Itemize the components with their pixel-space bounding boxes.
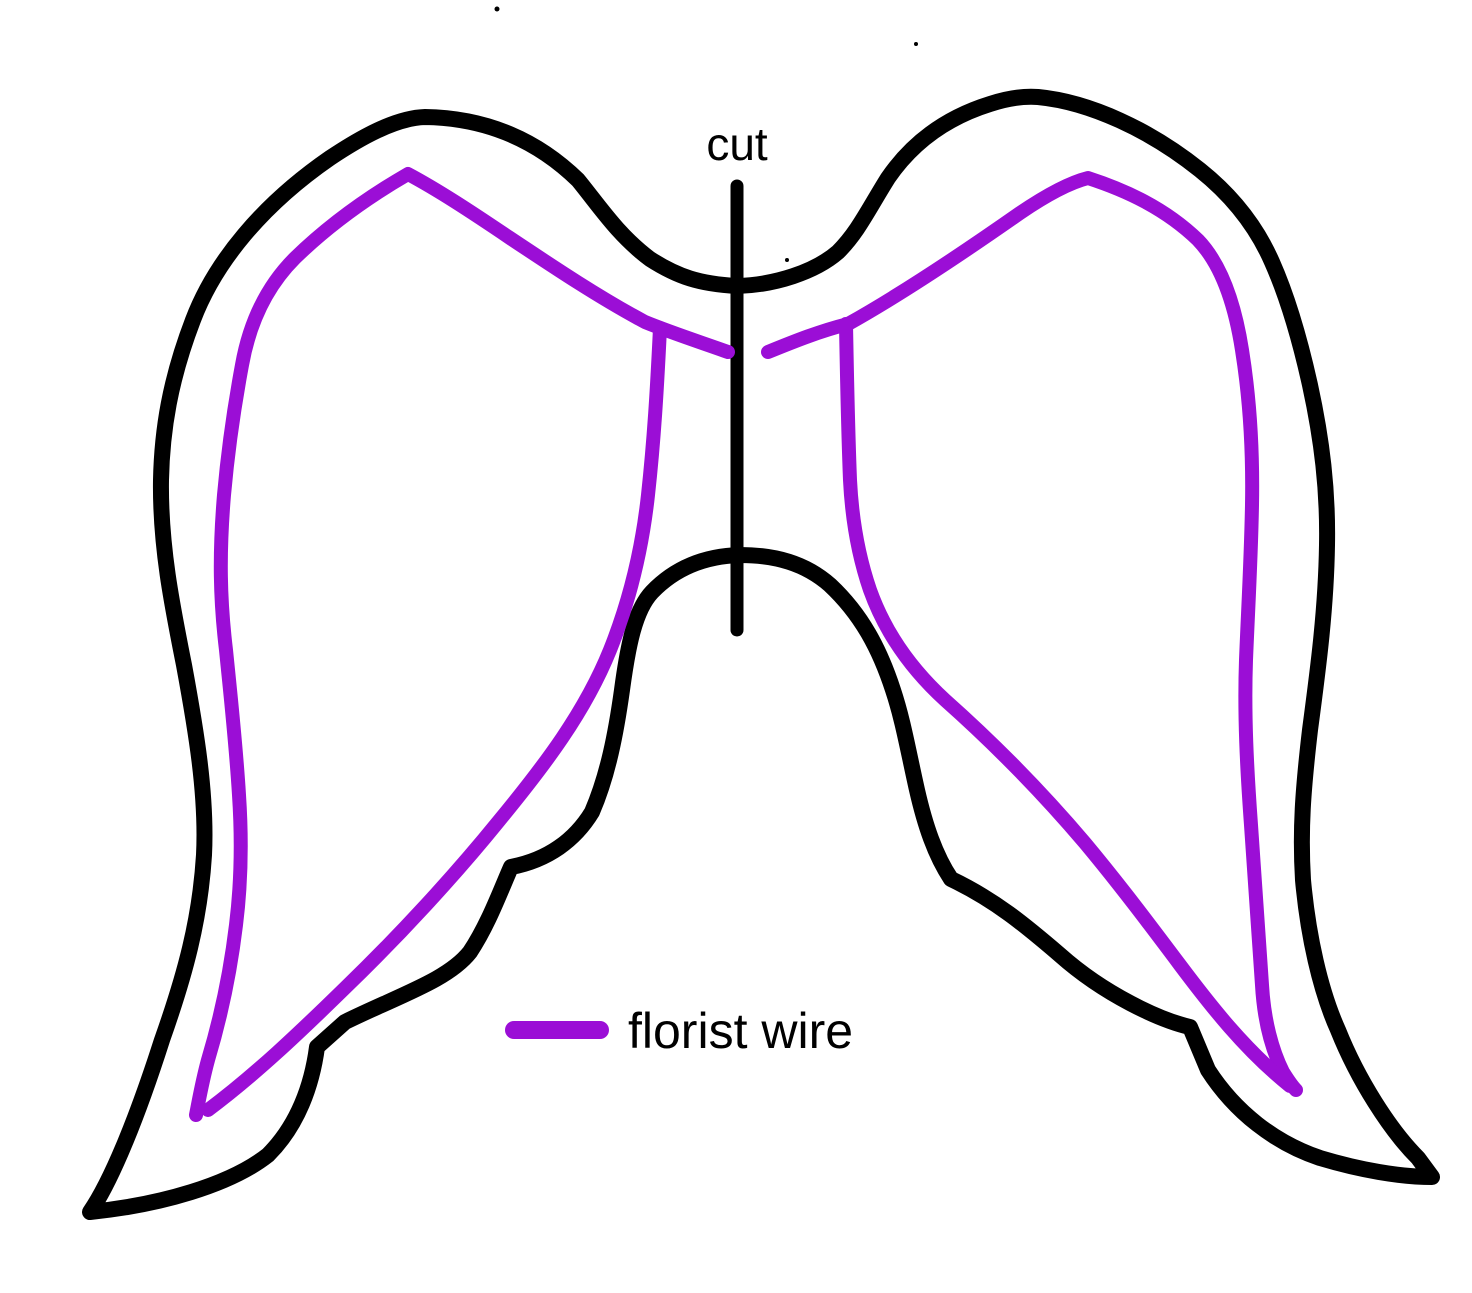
wire-left-diagonal xyxy=(201,321,667,1117)
legend: florist wire xyxy=(505,1003,853,1059)
cut-label: cut xyxy=(706,118,768,170)
stray-dot xyxy=(494,6,500,12)
stray-dot xyxy=(785,258,789,262)
wire-right-diagonal xyxy=(839,317,1297,1093)
stray-dot xyxy=(914,42,918,46)
wire-left-outer xyxy=(189,167,735,1122)
wings-outline xyxy=(82,88,1440,1220)
wire-right-outer xyxy=(761,171,1303,1097)
legend-label: florist wire xyxy=(628,1003,853,1059)
